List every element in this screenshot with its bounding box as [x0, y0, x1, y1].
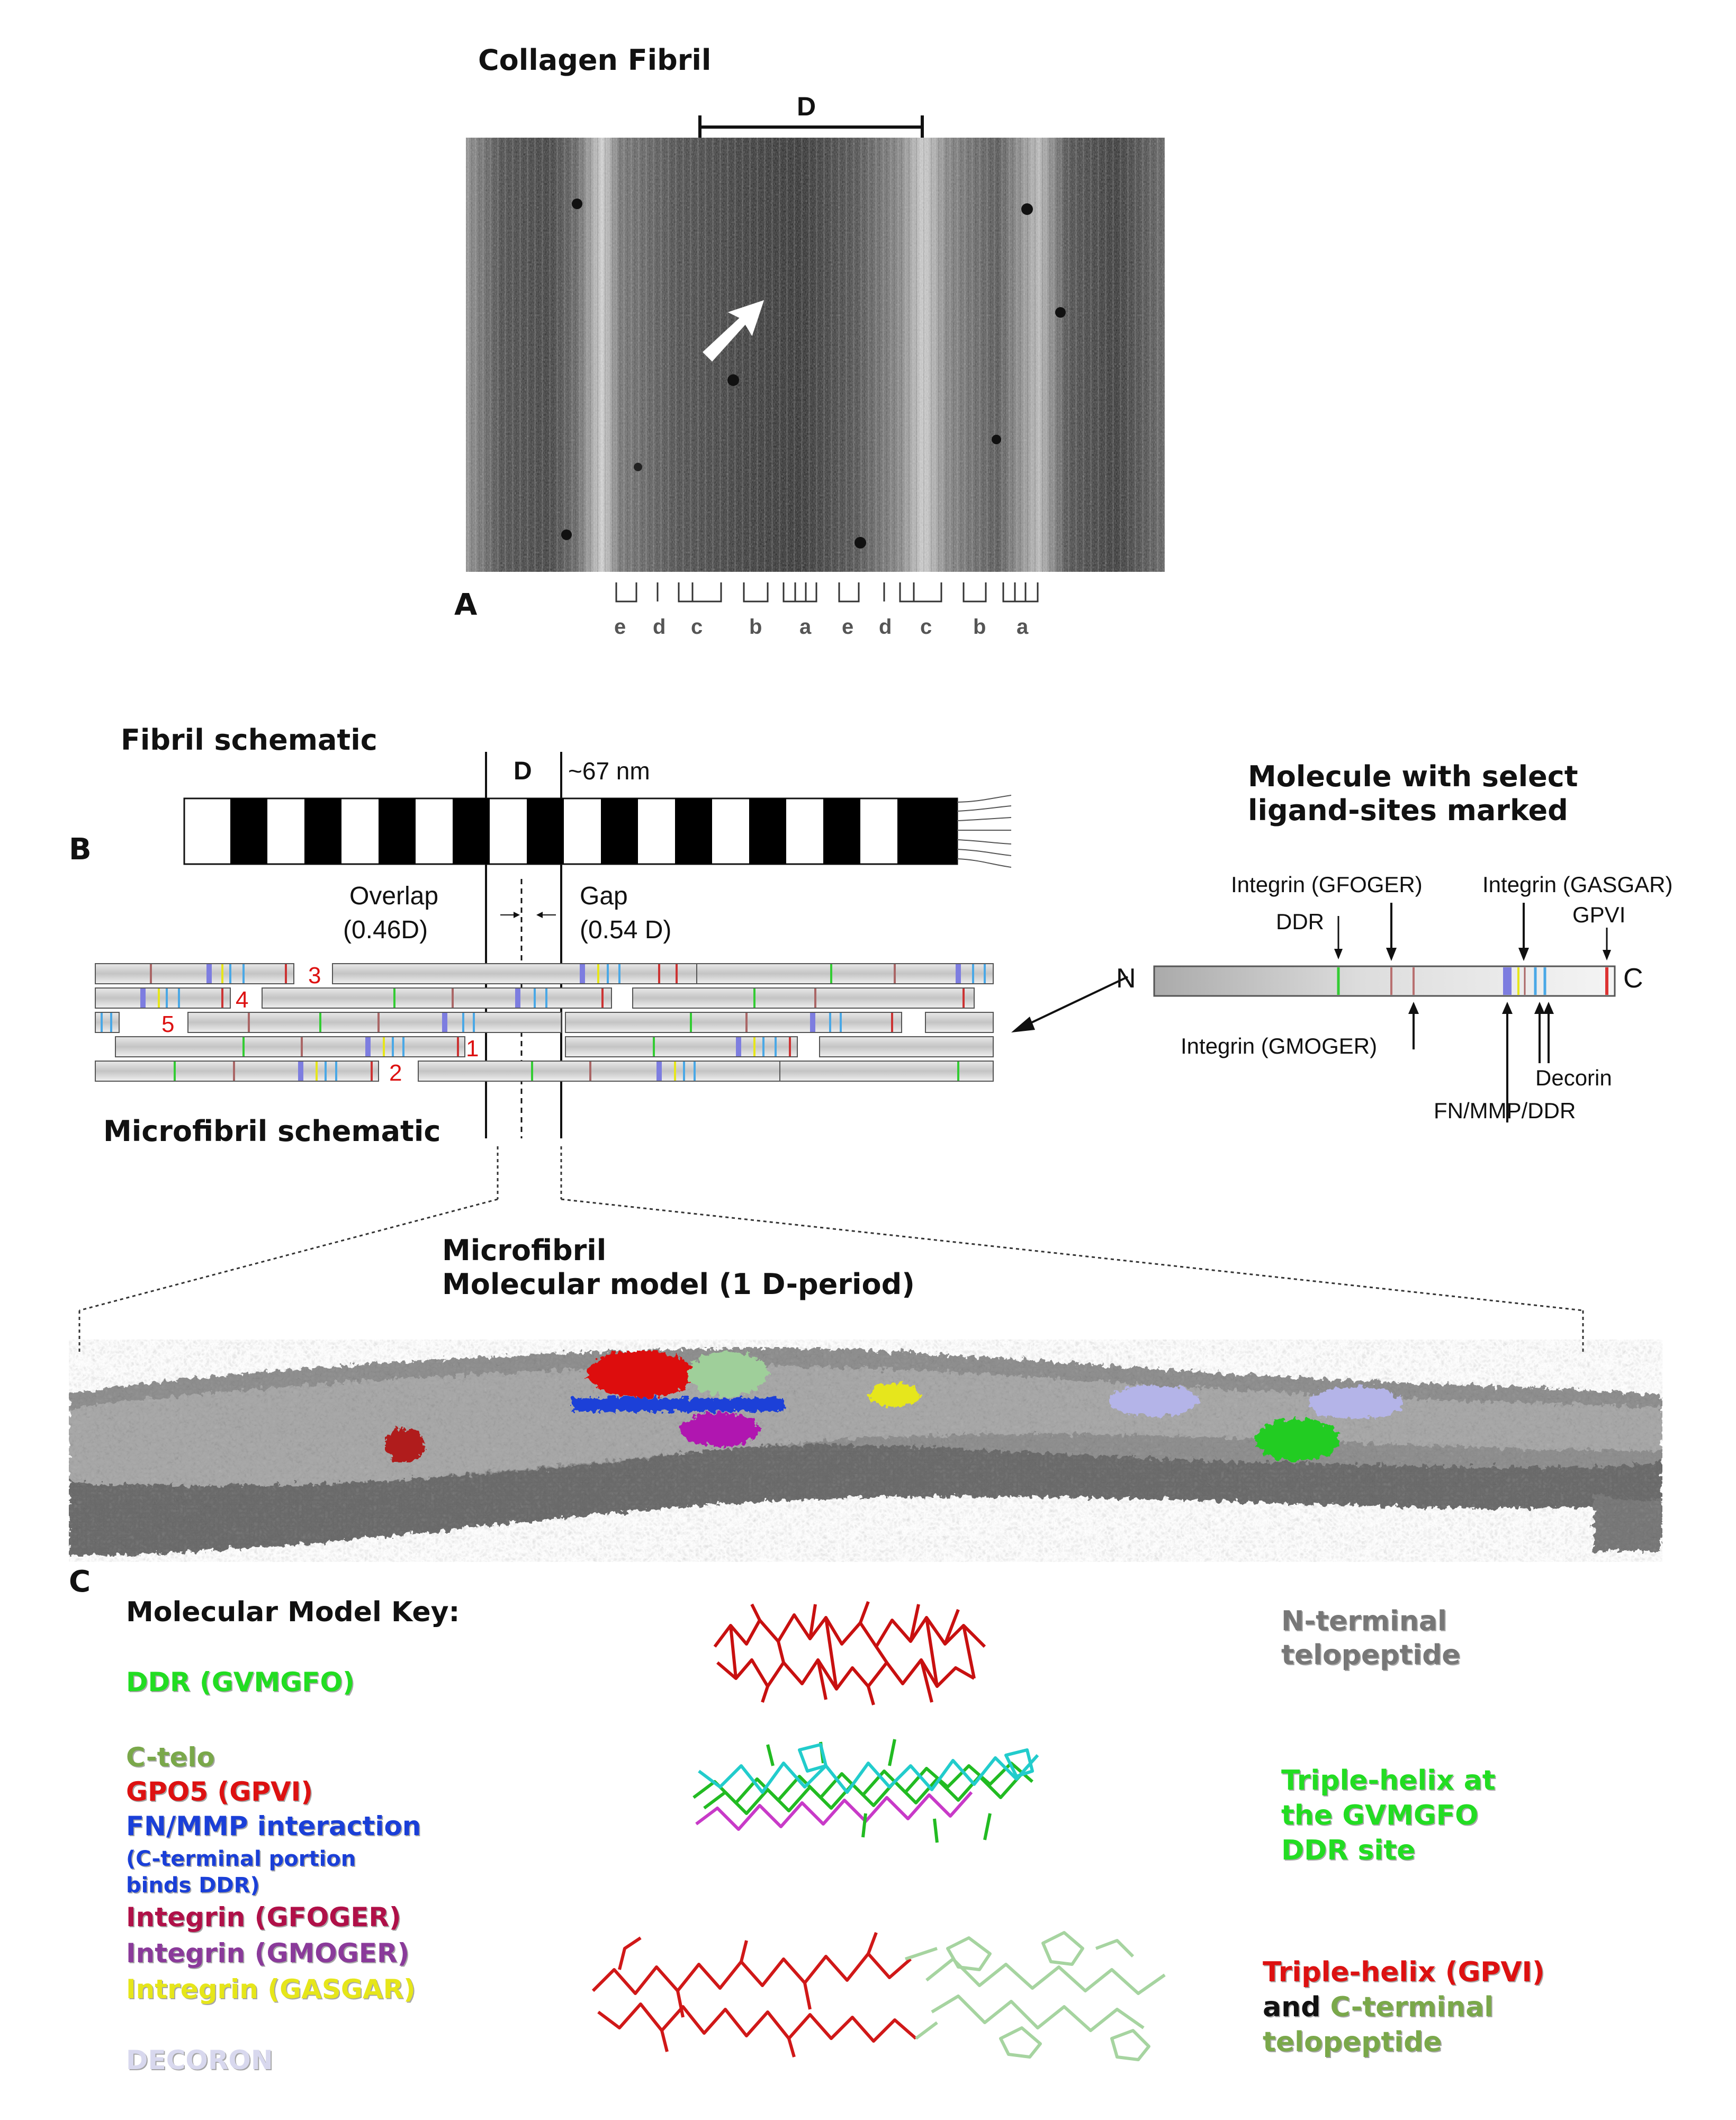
key-item-ctelo: C-telo [126, 1742, 215, 1773]
gap-value: (0.54 D) [580, 916, 671, 944]
site-decorin-label: Decorin [1535, 1065, 1612, 1090]
site-integrin-gfoger-label: Integrin (GFOGER) [1231, 872, 1423, 897]
molecule-to-microfibril-arrow [1011, 976, 1128, 1032]
site-integrin-gmoger-label: Integrin (GMOGER) [1181, 1034, 1377, 1058]
band-label-e1: e [614, 615, 626, 639]
molecule-title-line1: Molecule with select [1248, 760, 1578, 793]
panel-a-title: Collagen Fibril [478, 43, 712, 77]
label-triple-line2: the GVMGFO [1281, 1800, 1479, 1831]
key-item-fnmmp-sub1: (C-terminal portion [126, 1847, 356, 1871]
strand-number-3: 3 [308, 963, 321, 989]
fibril-micrograph: D [466, 92, 1165, 572]
key-item-gmoger: Integrin (GMOGER) [126, 1938, 410, 1969]
site-integrin-gasgar-label: Integrin (GASGAR) [1482, 872, 1672, 897]
panel-c-letter: C [69, 1565, 91, 1599]
site-gpvi-label: GPVI [1572, 902, 1625, 927]
band-label-e2: e [842, 615, 854, 639]
period-size-label: ~67 nm [568, 757, 650, 785]
site-fn-mmp-ddr-label: FN/MMP/DDR [1434, 1098, 1576, 1123]
overlap-label: Overlap [349, 882, 438, 910]
label-gpvi-ctelo: Triple-helix (GPVI) and C-terminal telop… [1263, 1955, 1545, 2060]
fibril-schematic-title: Fibril schematic [121, 723, 377, 757]
period-d-label: D [797, 92, 816, 121]
stick-model-gpvi-ctelo [591, 1931, 1166, 2061]
site-ddr-label: DDR [1276, 909, 1324, 934]
band-label-b2: b [973, 615, 986, 639]
stick-model-ddr-site [692, 1739, 1039, 1843]
molecule-c-terminus: C [1623, 963, 1643, 994]
key-item-gpo5: GPO5 (GPVI) [126, 1776, 313, 1807]
microfibril-schematic-title: Microfibril schematic [103, 1115, 441, 1148]
strand-number-4: 4 [236, 987, 248, 1013]
label-gpvi-cterm: C-terminal [1330, 1991, 1494, 2023]
white-arrow-icon [703, 300, 764, 362]
band-label-a1: a [799, 615, 812, 639]
label-gpvi-line3: telopeptide [1263, 2026, 1442, 2058]
gap-label: Gap [580, 882, 628, 910]
overlap-value: (0.46D) [343, 916, 428, 944]
strand-number-2: 2 [389, 1060, 402, 1086]
key-item-gfoger: Integrin (GFOGER) [126, 1902, 401, 1933]
zoom-lines [78, 1146, 1584, 1353]
fibril-microfibril-schematic: D ~67 nm Overlap (0.46D) Gap (0.54 D) [95, 752, 1011, 1138]
label-gpvi-line1: Triple-helix (GPVI) [1263, 1956, 1545, 1988]
strand-number-1: 1 [466, 1036, 479, 1062]
model-title-line2: Molecular model (1 D-period) [442, 1268, 915, 1301]
band-label-b1: b [749, 615, 762, 639]
molecular-model [69, 1340, 1662, 1562]
band-label-d1: d [653, 615, 666, 639]
strand-number-5: 5 [161, 1011, 174, 1037]
label-triple-helix-ddr: Triple-helix at the GVMGFO DDR site [1281, 1763, 1496, 1868]
model-title-line1: Microfibril [442, 1234, 607, 1267]
band-label-a2: a [1017, 615, 1029, 639]
key-item-gasgar: Intregrin (GASGAR) [126, 1974, 416, 2005]
molecule-title-line2: ligand-sites marked [1248, 794, 1568, 827]
molecule-diagram: N C Integrin (GFOGER) Integrin (GASGAR) … [1116, 872, 1672, 1123]
key-item-fnmmp-sub2: binds DDR) [126, 1873, 260, 1898]
key-item-decoron: DECORON [126, 2045, 273, 2076]
band-label-c2: c [920, 615, 932, 639]
panel-b-letter: B [69, 832, 92, 867]
molecule-rod [1153, 965, 1616, 997]
schematic-d-label: D [514, 757, 532, 785]
band-brackets [615, 582, 1039, 603]
label-nterm-line1: N-terminal [1281, 1605, 1447, 1637]
model-title: Microfibril Molecular model (1 D-period) [442, 1234, 915, 1301]
key-item-ddr: DDR (GVMGFO) [126, 1667, 355, 1697]
band-label-d2: d [879, 615, 892, 639]
key-title: Molecular Model Key: [126, 1596, 460, 1628]
key-item-fnmmp: FN/MMP interaction [126, 1811, 421, 1841]
band-label-c1: c [691, 615, 703, 639]
fibril-bar [183, 795, 1011, 868]
label-triple-line3: DDR site [1281, 1835, 1416, 1866]
label-triple-line1: Triple-helix at [1281, 1765, 1496, 1796]
panel-a-letter: A [454, 588, 478, 622]
label-nterm-line2: telopeptide [1281, 1639, 1461, 1671]
molecule-n-terminus: N [1116, 963, 1136, 994]
molecule-title: Molecule with select ligand-sites marked [1248, 760, 1578, 828]
label-nterm: N-terminal telopeptide [1281, 1604, 1461, 1672]
stick-model-nterm [713, 1601, 986, 1705]
label-gpvi-and: and [1263, 1991, 1321, 2023]
